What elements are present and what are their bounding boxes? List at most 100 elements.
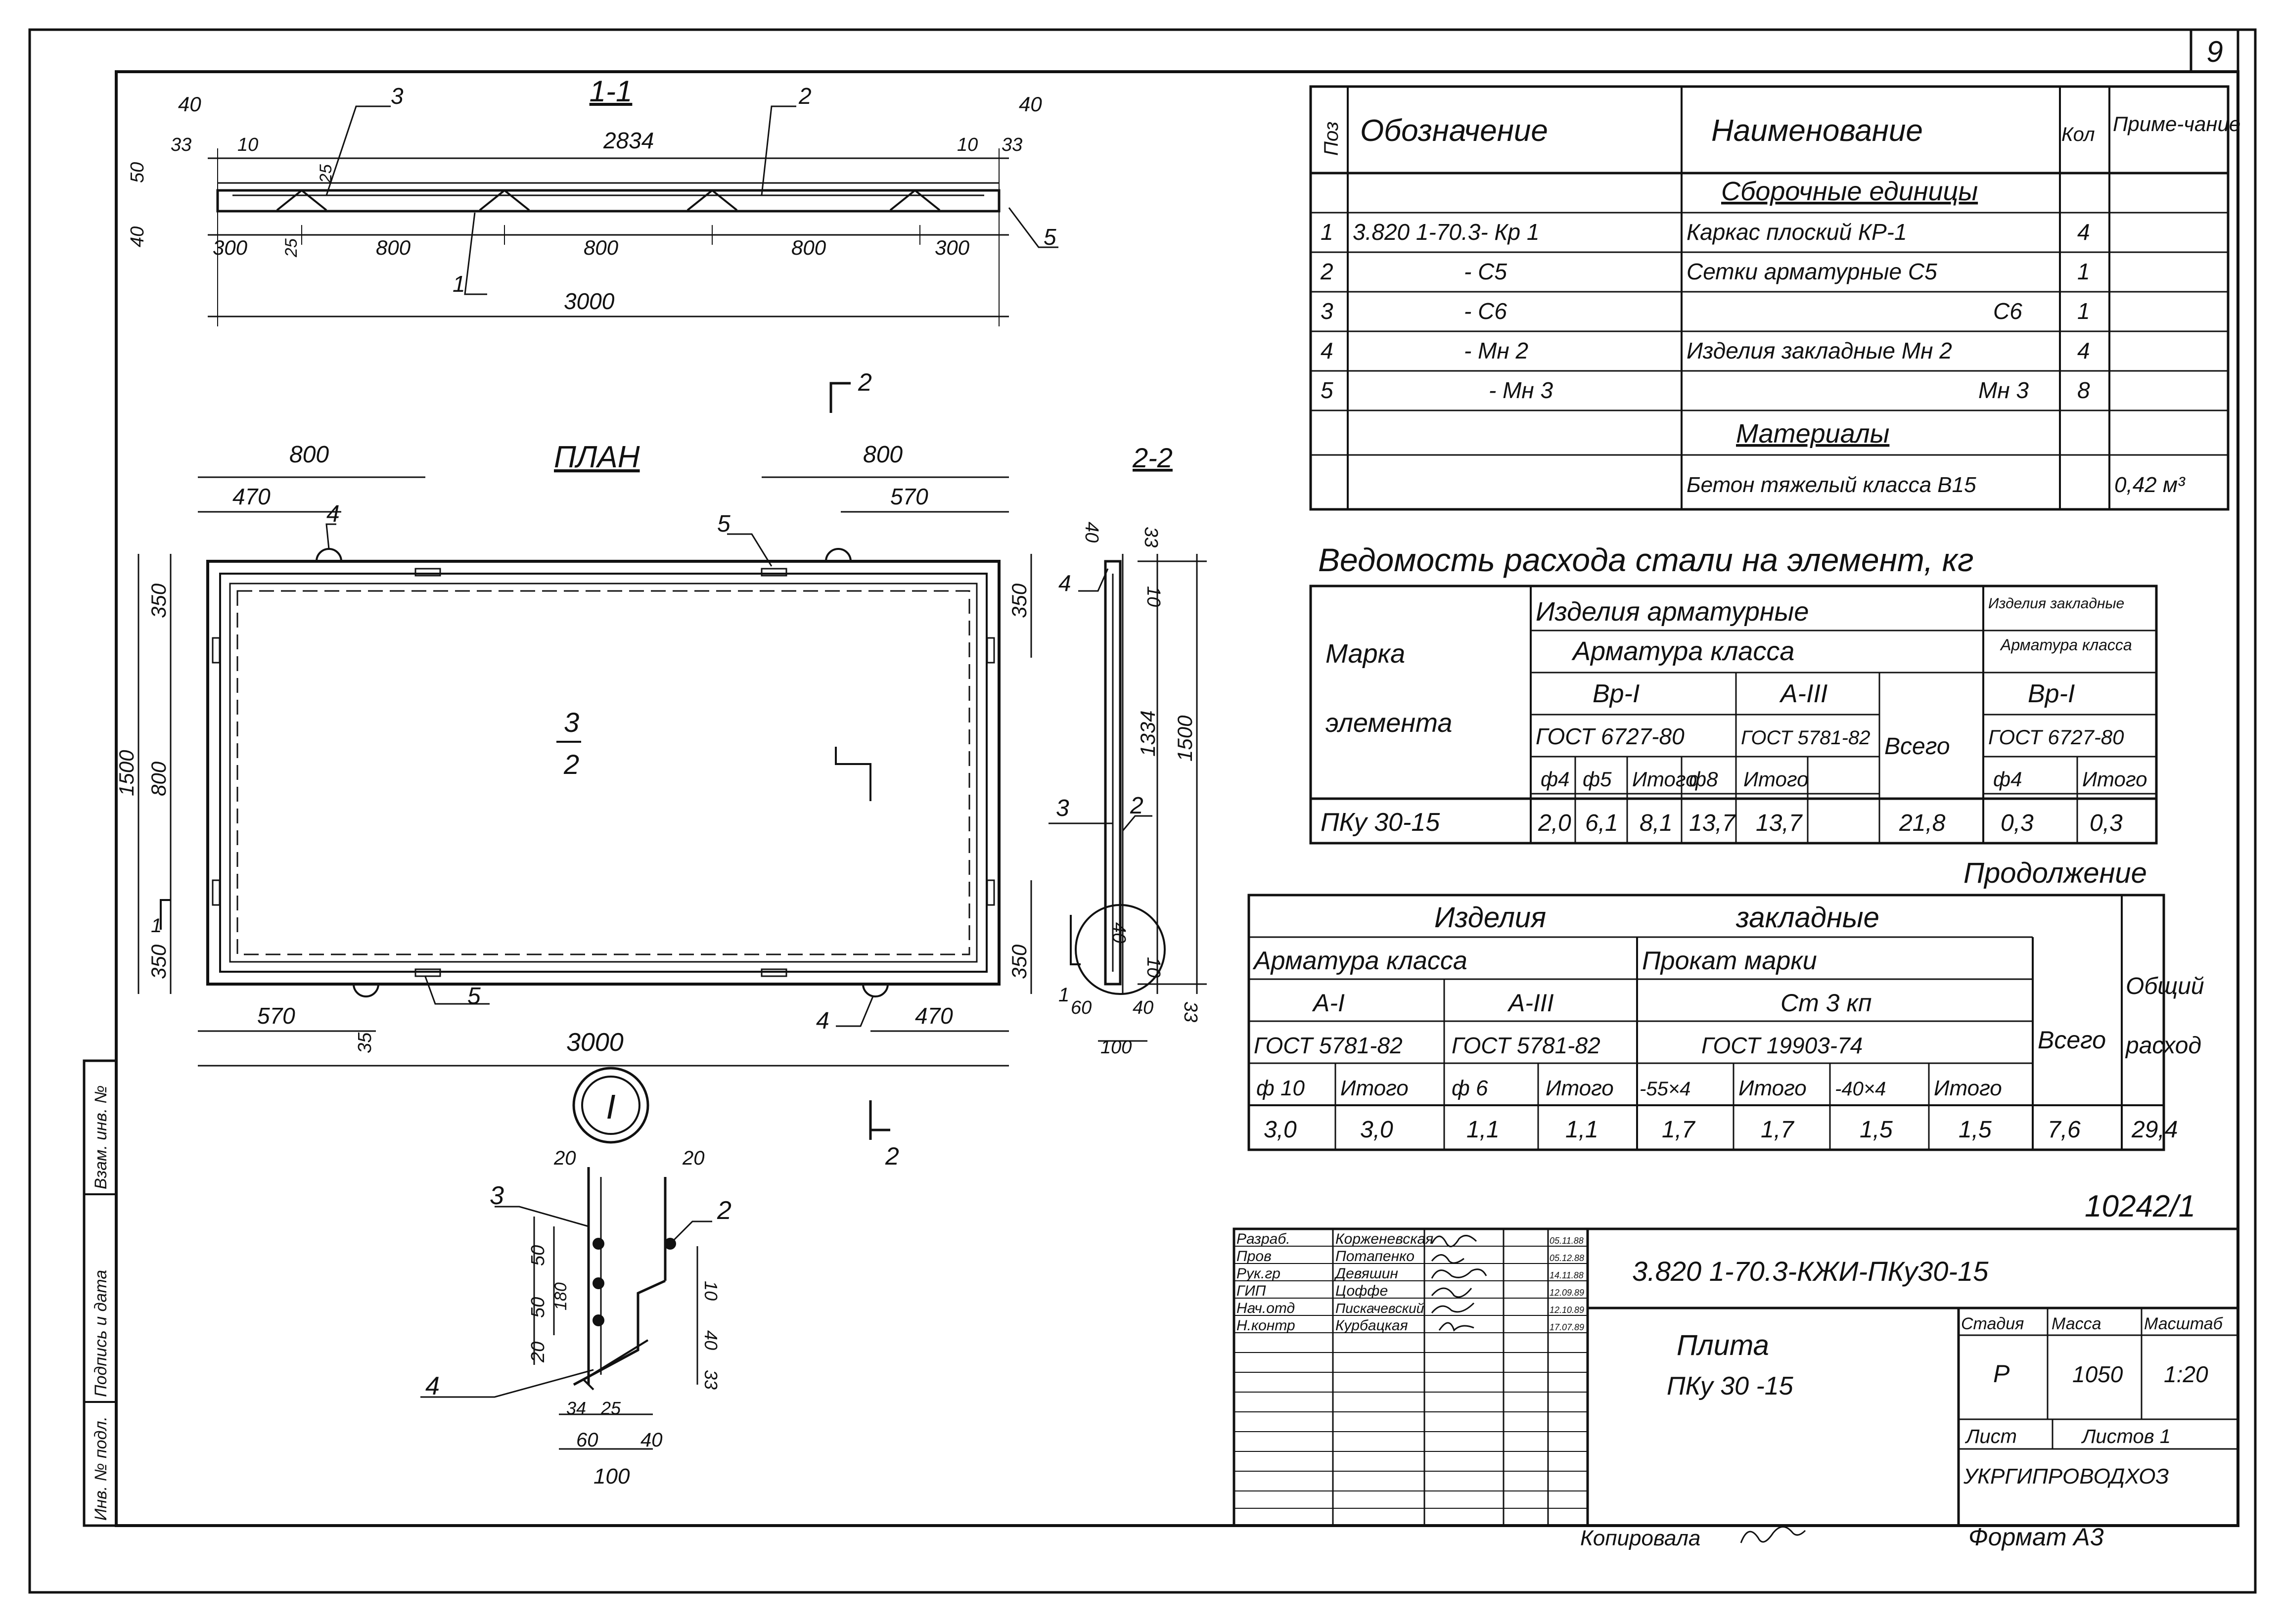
cont-col-total3: Итого bbox=[1738, 1076, 1807, 1100]
cont-val-8: 1,5 bbox=[1959, 1117, 1992, 1143]
stamp-date-6: 17.07.89 bbox=[1550, 1322, 1584, 1332]
s22-dim-10-top: 10 bbox=[1143, 586, 1164, 607]
s11-dim-40: 40 bbox=[127, 226, 148, 247]
spec-row5-pos: 5 bbox=[1321, 377, 1333, 403]
s22-dim-33-bottom: 33 bbox=[1180, 1001, 1201, 1022]
stamp-role-6: Н.контр bbox=[1236, 1317, 1295, 1334]
stamp-name-5: Пискачевский bbox=[1335, 1301, 1424, 1316]
stamp-role-3: Рук.гр bbox=[1236, 1265, 1280, 1282]
plan-pos-5-bottom: 5 bbox=[467, 983, 481, 1009]
detail-I: I 20 20 50 50 180 20 10 40 33 34 25 60 4… bbox=[420, 1067, 731, 1489]
plan-dim-800-right: 800 bbox=[863, 442, 903, 468]
steel-class-a3: А-III bbox=[1779, 679, 1827, 708]
stamp-name-3: Девяшин bbox=[1334, 1265, 1398, 1282]
plan-pos-5-top: 5 bbox=[717, 511, 730, 537]
spec-row5-qty: 8 bbox=[2077, 377, 2090, 403]
s22-dim-40-bottom: 40 bbox=[1108, 922, 1129, 943]
steel-col-f4: ф4 bbox=[1541, 767, 1569, 791]
s11-pos-1: 1 bbox=[453, 271, 465, 297]
stage-label: Стадия bbox=[1961, 1314, 2024, 1333]
stamp-date-2: 05.12.88 bbox=[1550, 1253, 1584, 1263]
organization: УКРГИПРОВОДХОЗ bbox=[1963, 1464, 2169, 1489]
plan-dim-1500-vert: 1500 bbox=[115, 750, 138, 796]
cont-val-overall: 29,4 bbox=[2131, 1117, 2178, 1143]
steel-col-total3: Итого bbox=[2082, 767, 2147, 791]
stamp-role-2: Пров bbox=[1236, 1248, 1272, 1264]
cont-col-40x4: -40×4 bbox=[1835, 1078, 1886, 1100]
spec-row5-designation: - Мн 3 bbox=[1489, 377, 1553, 403]
spec-row5-name: Мн 3 bbox=[1978, 377, 2029, 403]
s22-dim-33-top: 33 bbox=[1141, 527, 1161, 547]
spec-section-assembly: Сборочные единицы bbox=[1721, 177, 1978, 206]
steel-val-1: 2,0 bbox=[1538, 810, 1571, 836]
copied-signature bbox=[1740, 1526, 1806, 1543]
steel-embedded-class: Арматура класса bbox=[2000, 636, 2132, 654]
steel-val-3: 8,1 bbox=[1640, 810, 1673, 836]
stamp-role-4: ГИП bbox=[1236, 1283, 1266, 1299]
cont-col-55x4: -55×4 bbox=[1640, 1078, 1690, 1100]
s11-dim-10-right: 10 bbox=[957, 135, 978, 155]
cont-overall-1: Общий bbox=[2126, 973, 2204, 999]
cont-table-title: Продолжение bbox=[1963, 857, 2147, 889]
s22-pos-2: 2 bbox=[1130, 793, 1143, 819]
s11-dim-800-2: 800 bbox=[584, 236, 619, 259]
side-label-signature: Подпись и дата bbox=[91, 1270, 110, 1397]
spec-row2-name: Сетки арматурные С5 bbox=[1687, 259, 1937, 284]
section-1-1: 1-1 40 33 10 2834 10 33 40 50 25 40 25 3… bbox=[127, 75, 1058, 326]
steel-class-vp2: Вр-I bbox=[2028, 679, 2075, 708]
cont-a1: А-I bbox=[1312, 989, 1345, 1017]
steel-val-8: 0,3 bbox=[2090, 810, 2123, 836]
mass-value: 1050 bbox=[2072, 1361, 2123, 1387]
spec-row1-qty: 4 bbox=[2077, 219, 2090, 245]
spec-row1-name: Каркас плоский КР-1 bbox=[1687, 219, 1907, 245]
steel-col-f5: ф5 bbox=[1583, 767, 1612, 791]
spec-material-name: Бетон тяжелый класса В15 bbox=[1687, 473, 1976, 497]
steel-embedded-products: Изделия закладные bbox=[1988, 595, 2124, 612]
section-2-2-title: 2-2 bbox=[1132, 442, 1173, 473]
detail-dim-50-2: 50 bbox=[528, 1297, 548, 1318]
cont-embedded-2: закладные bbox=[1735, 902, 1879, 934]
steel-col-total1: Итого bbox=[1632, 767, 1697, 791]
detail-dim-10: 10 bbox=[701, 1281, 721, 1301]
sheet-number: 9 bbox=[2206, 35, 2223, 68]
spec-row4-name: Изделия закладные Мн 2 bbox=[1687, 338, 1952, 363]
spec-row1-designation: 3.820 1-70.3- Кр 1 bbox=[1353, 219, 1539, 245]
spec-table: Поз Обозначение Наименование Кол Приме-ч… bbox=[1309, 85, 2240, 511]
side-stamp: Взам. инв. № Подпись и дата Инв. № подл. bbox=[83, 1059, 118, 1527]
detail-dim-33: 33 bbox=[701, 1370, 721, 1390]
spec-row1-pos: 1 bbox=[1321, 219, 1333, 245]
detail-dim-100: 100 bbox=[593, 1464, 630, 1489]
s22-pos-3: 3 bbox=[1056, 795, 1069, 821]
s11-dim-800-1: 800 bbox=[376, 236, 411, 259]
cont-gost-a1: ГОСТ 5781-82 bbox=[1254, 1033, 1403, 1058]
spec-row2-qty: 1 bbox=[2077, 259, 2090, 284]
section-2-2: 2-2 40 33 10 1334 1500 10 40 60 40 33 10… bbox=[1049, 442, 1207, 1058]
spec-row4-designation: - Мн 2 bbox=[1464, 338, 1528, 363]
detail-dim-180: 180 bbox=[551, 1282, 570, 1310]
cont-total: Всего bbox=[2038, 1026, 2106, 1054]
detail-dim-34: 34 bbox=[566, 1398, 586, 1418]
s11-dim-300-right: 300 bbox=[935, 236, 970, 259]
stamp-role-1: Разраб. bbox=[1236, 1231, 1290, 1247]
stamp-name-1: Корженевская bbox=[1335, 1231, 1433, 1247]
spec-row2-designation: - С5 bbox=[1464, 259, 1507, 284]
cont-val-4: 1,1 bbox=[1565, 1117, 1598, 1143]
plan-mark-3: 3 bbox=[564, 707, 579, 738]
stage-value: Р bbox=[1993, 1360, 2010, 1388]
steel-gost2: ГОСТ 5781-82 bbox=[1741, 727, 1870, 749]
scale-label: Масштаб bbox=[2144, 1314, 2224, 1333]
s22-dim-40-base: 40 bbox=[1133, 997, 1153, 1018]
stamp-name-6: Курбацкая bbox=[1335, 1317, 1408, 1334]
s11-dim-10-left: 10 bbox=[237, 135, 258, 155]
spec-row2-pos: 2 bbox=[1320, 259, 1333, 284]
cont-gost-st: ГОСТ 19903-74 bbox=[1701, 1033, 1863, 1058]
scale-value: 1:20 bbox=[2164, 1361, 2208, 1387]
steel-val-7: 0,3 bbox=[2001, 810, 2034, 836]
stamp-name-2: Потапенко bbox=[1335, 1248, 1415, 1264]
spec-section-materials: Материалы bbox=[1736, 419, 1889, 449]
stamp-date-5: 12.10.89 bbox=[1550, 1305, 1584, 1315]
cont-val-7: 1,5 bbox=[1860, 1117, 1893, 1143]
cont-st: Ст 3 кп bbox=[1780, 989, 1871, 1017]
plan-dim-470-top: 470 bbox=[232, 484, 271, 509]
